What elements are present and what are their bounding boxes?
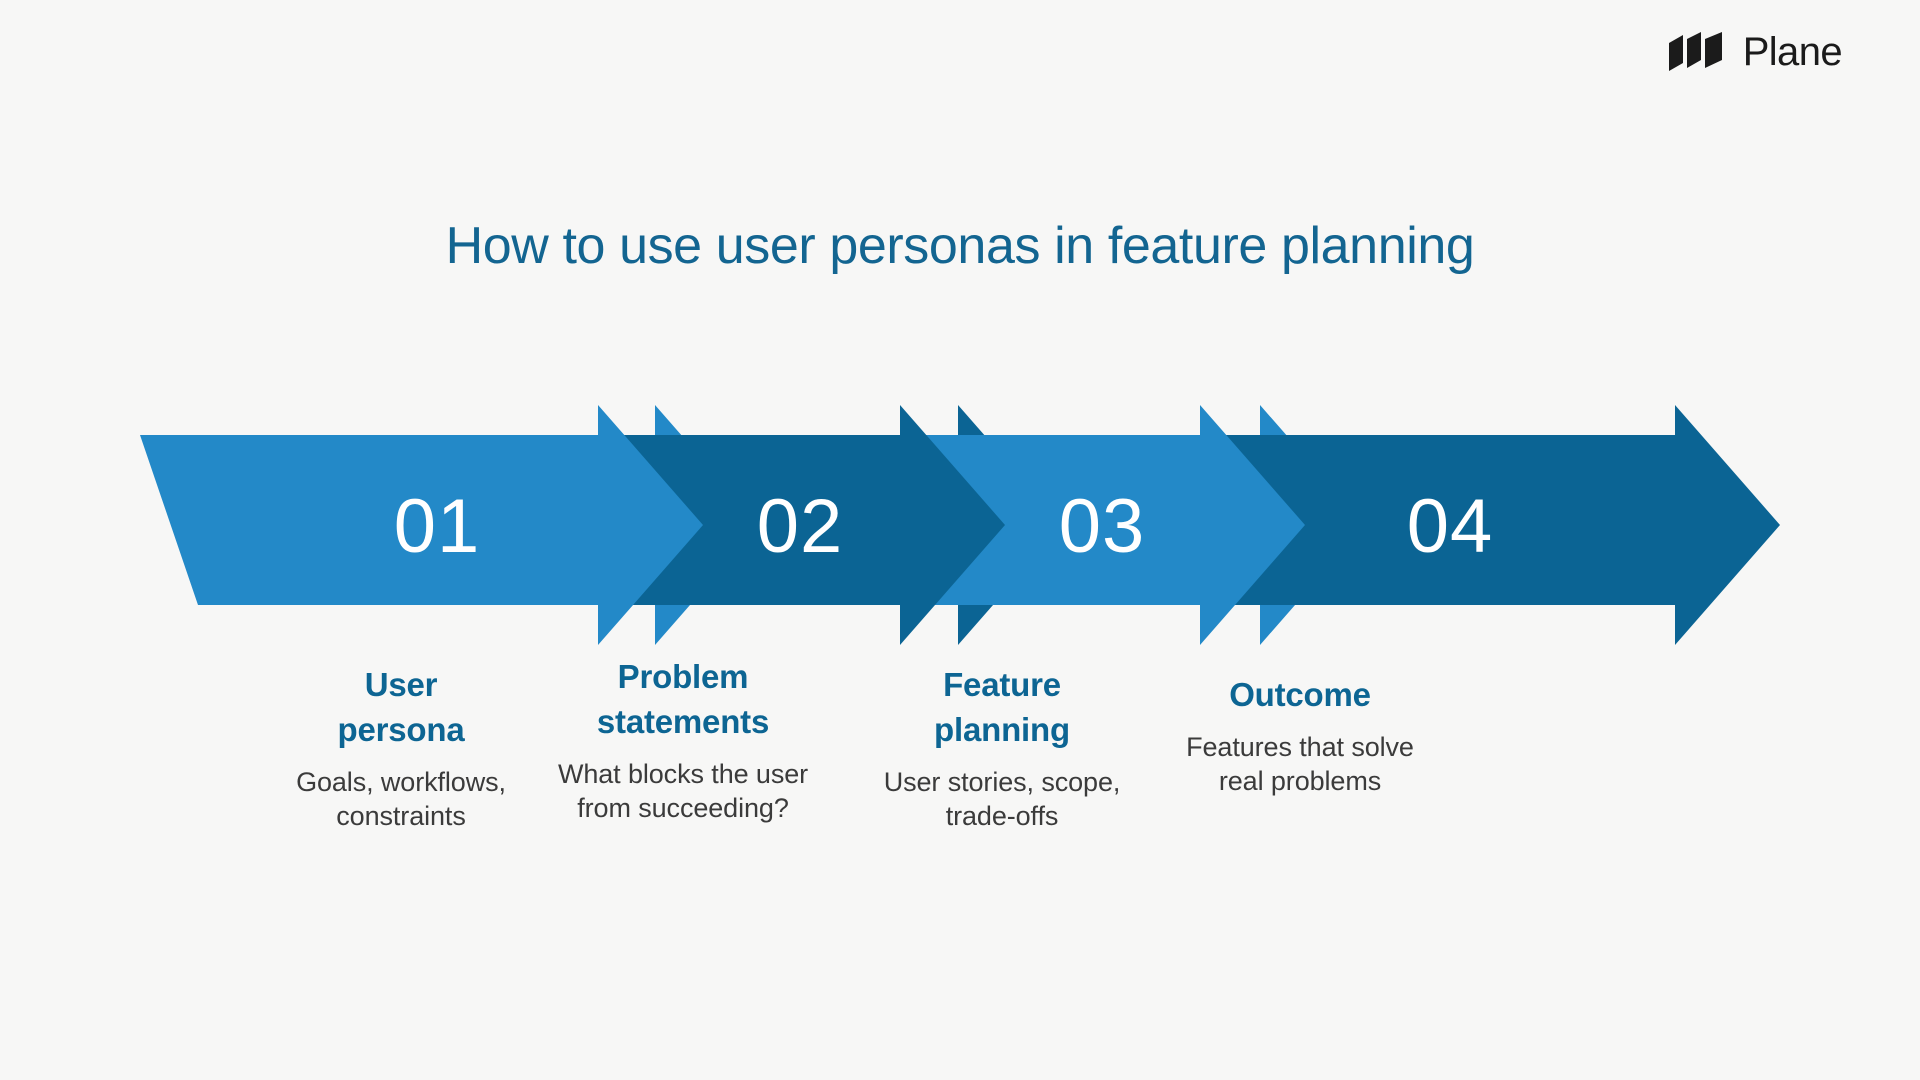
flow-caption-1-title-line2: persona [337, 710, 465, 748]
flow-step-3-number: 03 [1059, 484, 1146, 569]
flow-step-4[interactable]: 04 [1162, 405, 1780, 645]
flow-caption-4-title-line1: Outcome [1229, 676, 1371, 713]
flow-captions: User persona Goals, workflows, constrain… [0, 645, 1920, 885]
flow-step-3-shape [900, 405, 1365, 645]
flow-caption-1-desc-line1: Goals, workflows, [296, 766, 506, 797]
flow-caption-4-desc-line1: Features that solve [1186, 731, 1414, 762]
flow-caption-3-title: Feature planning [842, 663, 1162, 753]
page-title: How to use user personas in feature plan… [445, 217, 1475, 275]
flow-caption-1: User persona Goals, workflows, constrain… [241, 663, 561, 833]
flow-caption-1-desc: Goals, workflows, constraints [241, 765, 561, 834]
flow-caption-2-desc-line2: from succeeding? [577, 793, 789, 824]
flow-caption-3: Feature planning User stories, scope, tr… [842, 663, 1162, 833]
brand-name: Plane [1742, 30, 1843, 74]
flow-caption-2-title: Problem statements [523, 655, 843, 745]
flow-step-4-number: 04 [1407, 484, 1494, 569]
flow-caption-3-title-line2: planning [934, 710, 1070, 748]
brand-logo: Plane [1667, 30, 1843, 74]
flow-step-3-head [1162, 405, 1305, 645]
flow-step-4-shape [1200, 405, 1780, 645]
flow-step-2-number: 02 [757, 484, 844, 569]
flow-caption-2: Problem statements What blocks the user … [523, 655, 843, 825]
flow-step-1-shape [140, 405, 760, 645]
flow-caption-4: Outcome Features that solve real problem… [1140, 673, 1460, 798]
flow-caption-1-title: User persona [241, 663, 561, 753]
flow-step-3[interactable]: 03 [862, 405, 1365, 645]
flow-step-1[interactable]: 01 [140, 405, 760, 645]
flow-caption-4-title: Outcome [1140, 673, 1460, 718]
flow-caption-2-desc: What blocks the user from succeeding? [523, 757, 843, 826]
plane-logo-icon [1668, 32, 1722, 71]
flow-step-2[interactable]: 02 [560, 405, 1063, 645]
flow-caption-2-desc-line1: What blocks the user [557, 758, 809, 789]
flow-caption-2-title-line2: statements [596, 702, 770, 740]
flow-step-1-number: 01 [394, 484, 481, 569]
flow-caption-2-title-line1: Problem [617, 658, 749, 695]
flow-caption-3-desc-line2: trade-offs [945, 801, 1059, 832]
flow-step-1-head [560, 405, 703, 645]
flow-caption-3-desc-line1: User stories, scope, [883, 766, 1121, 797]
flow-caption-3-desc: User stories, scope, trade-offs [842, 765, 1162, 834]
flow-caption-3-title-line1: Feature [943, 666, 1061, 703]
flow-caption-1-title-line1: User [364, 666, 438, 703]
flow-caption-1-desc-line2: constraints [336, 801, 466, 832]
flow-caption-4-desc: Features that solve real problems [1140, 730, 1460, 799]
flow-caption-4-desc-line2: real problems [1218, 766, 1382, 797]
flow-step-2-shape [600, 405, 1063, 645]
flow-step-2-head [862, 405, 1005, 645]
